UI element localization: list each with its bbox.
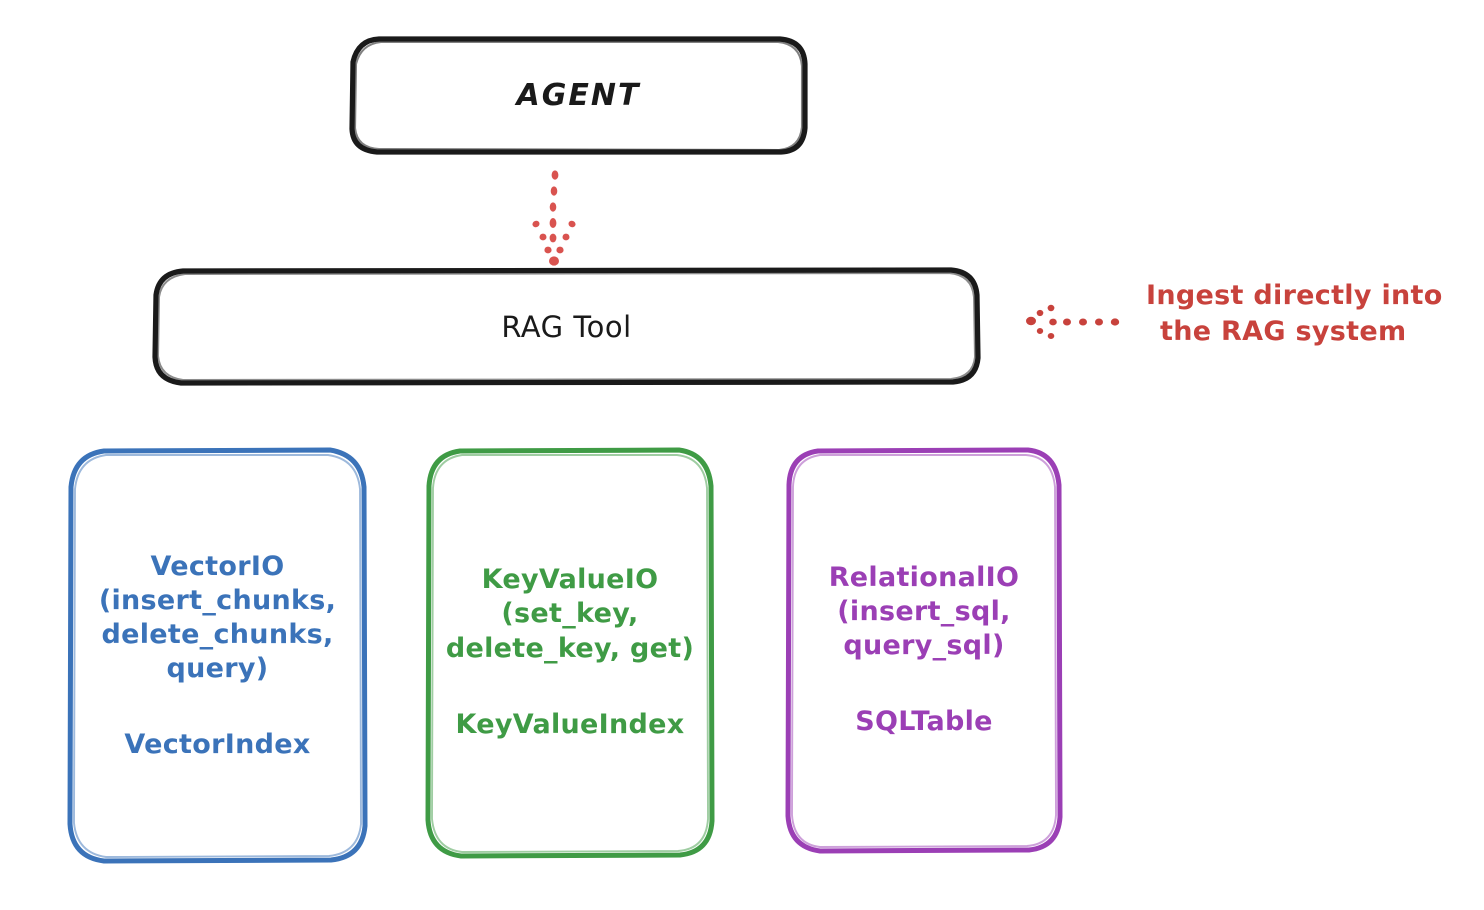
- agent-to-rag-tool-arrow: [532, 170, 576, 266]
- vector-store-box[interactable]: [67, 447, 368, 864]
- keyvalue-store-box[interactable]: [425, 447, 715, 859]
- ingest-arrow: [1026, 304, 1120, 339]
- relational-store-box[interactable]: [785, 447, 1063, 854]
- rag-tool-box[interactable]: [152, 267, 981, 386]
- agent-box[interactable]: [349, 36, 808, 155]
